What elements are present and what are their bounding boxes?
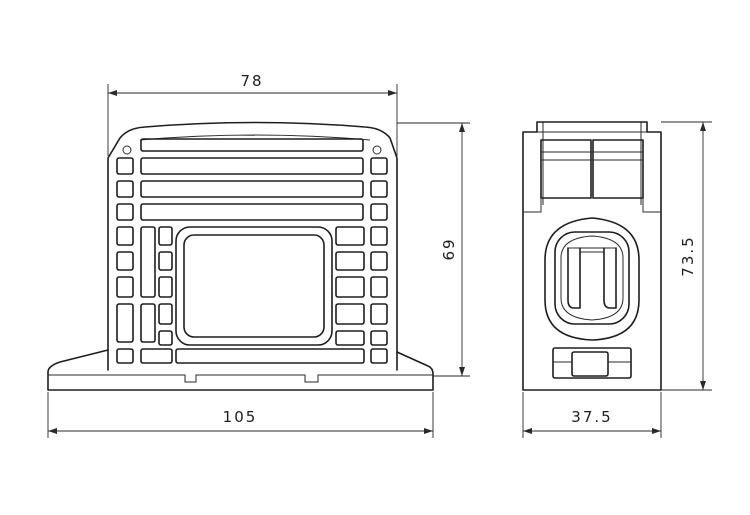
front-view-vent-slot (158, 303, 173, 325)
front-view-vent-slot (335, 303, 365, 325)
front-view-vent-slot (335, 251, 365, 271)
front-view-vent-slot (370, 251, 388, 271)
front-view-vent-slot (370, 348, 388, 364)
front-view-latch-slot (140, 303, 156, 343)
front-view-vent-slot (116, 251, 134, 271)
side-view-clamp-block (592, 139, 644, 199)
front-view-vent-slot (116, 157, 134, 175)
front-view-vent-slot (175, 348, 365, 364)
front-view-top-slot (140, 180, 364, 198)
front-view-label-window-outer (175, 226, 333, 346)
front-view-vent-slot (158, 330, 173, 346)
side-view-outline (522, 121, 662, 391)
front-view-vent-slot (158, 276, 173, 298)
dimension-width-side: 37.5 (522, 392, 662, 438)
front-view-top-slot (140, 138, 364, 152)
side-view-clamp-finger (567, 247, 581, 309)
dimension-height-side: 73.5 (661, 121, 712, 391)
side-view-terminal-inner-ring (560, 235, 624, 321)
front-view-vent-slot (335, 276, 365, 298)
front-view-vent-slot (116, 203, 134, 221)
front-view-top-slot (140, 157, 364, 175)
front-view-base-plate (47, 349, 434, 391)
side-view-shoulder (523, 198, 542, 213)
front-view-vent-slot (335, 226, 365, 246)
front-view-vent-slot (116, 276, 134, 298)
front-view-vent-slot (370, 203, 388, 221)
dimension-height-front: 69 (397, 122, 470, 377)
front-view-vent-slot (370, 303, 388, 325)
front-view-vent-slot (370, 226, 388, 246)
front-view-vent-slot (116, 180, 134, 198)
front-view-vent-slot (140, 348, 173, 364)
side-view-terminal-inner (554, 231, 630, 325)
front-view (47, 121, 434, 391)
front-view-base-inner-line (48, 374, 433, 383)
dimension-label-width-base: 105 (223, 408, 258, 426)
front-view-vent-slot (370, 276, 388, 298)
front-view-vent-slot (370, 180, 388, 198)
front-view-vent-slot (370, 330, 388, 346)
dimension-width-base: 105 (47, 392, 434, 438)
side-view-rail-clip-inner (571, 351, 609, 377)
dimension-label-height-side: 73.5 (679, 235, 697, 276)
side-view-clamp-block (540, 139, 592, 199)
front-view-screw-hole-right (372, 145, 382, 155)
front-view-vent-slot (158, 226, 173, 246)
side-view-terminal-housing (544, 217, 640, 341)
front-view-vent-slot (116, 303, 134, 343)
side-view-rail-clip (552, 347, 632, 379)
dimension-label-width-top: 78 (240, 72, 263, 90)
front-view-screw-hole-left (122, 145, 132, 155)
front-view-body-outline (107, 121, 398, 371)
front-view-vent-slot (158, 251, 173, 271)
front-view-top-slot (140, 203, 364, 221)
dimension-label-width-side: 37.5 (571, 408, 612, 426)
dimension-width-top: 78 (107, 72, 398, 156)
side-view-clamp-finger (603, 247, 617, 309)
front-view-vent-slot (370, 157, 388, 175)
front-view-vent-slot (116, 226, 134, 246)
front-view-label-window-inner (183, 234, 325, 338)
front-view-vent-slot (116, 348, 134, 364)
front-view-lid-inner-curve (139, 134, 371, 141)
front-view-latch-slot (140, 226, 156, 298)
front-view-vent-slot (335, 330, 365, 346)
dimension-label-height-front: 69 (440, 237, 458, 260)
side-view (522, 121, 662, 391)
side-view-shoulder (642, 198, 661, 213)
